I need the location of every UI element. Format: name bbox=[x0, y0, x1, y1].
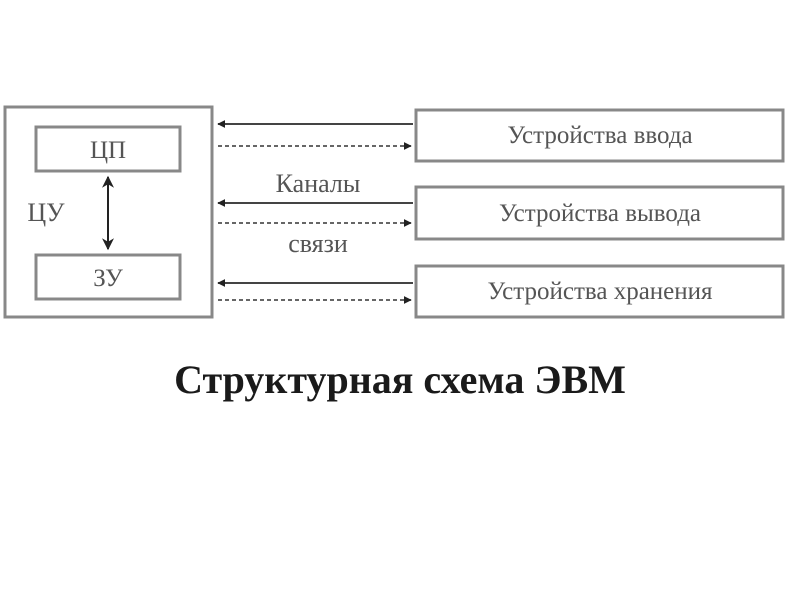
output-devices-label: Устройства вывода bbox=[499, 200, 701, 227]
input-devices-label: Устройства ввода bbox=[507, 122, 692, 149]
diagram-title: Структурная схема ЭВМ bbox=[174, 357, 626, 402]
cpu-box bbox=[34, 125, 182, 173]
channels-label-line2: связи bbox=[288, 229, 348, 258]
storage-devices-label: Устройства хранения bbox=[487, 278, 713, 305]
control-unit-label: ЦУ bbox=[27, 198, 65, 227]
channels-label-line1: Каналы bbox=[276, 169, 361, 198]
memory-box bbox=[34, 253, 182, 301]
output-devices-box bbox=[414, 185, 785, 241]
cpu-label: ЦП bbox=[90, 137, 126, 164]
input-devices-box bbox=[414, 108, 785, 163]
computer-structure-diagram: ЦП ЗУ ЦУ Устройства ввода Устройства выв… bbox=[3, 105, 785, 319]
memory-label: ЗУ bbox=[93, 265, 123, 292]
storage-devices-box bbox=[414, 264, 785, 319]
